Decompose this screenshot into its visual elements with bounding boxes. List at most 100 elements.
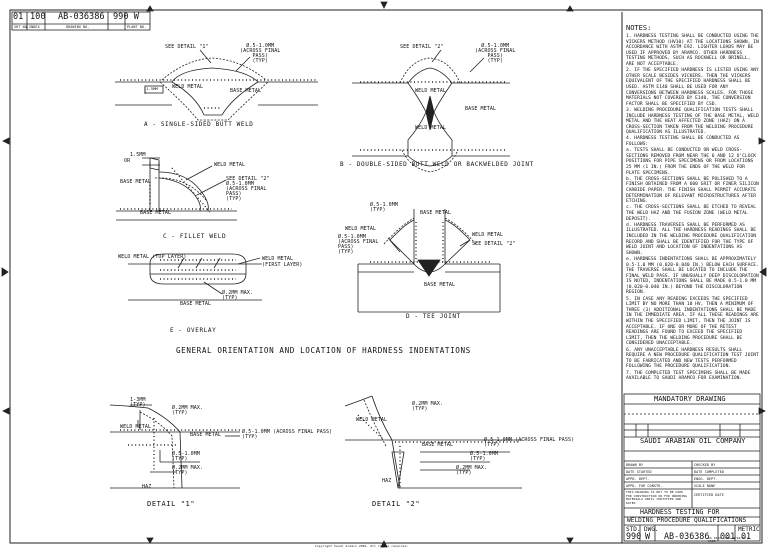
view-e-base-metal: BASE METAL [180,301,212,307]
view-c-caption: C - FILLET WELD [163,233,227,240]
view-a-geometry [115,49,318,121]
view-c-final-pass-label: Ø.5-1.0MM (ACROSS FINAL PASS) (TYP) [226,181,267,202]
view-d-weld-metal-left: WELD METAL [345,226,377,232]
note-3: 3. WELDING PROCEDURE QUALIFICATION TESTS… [626,107,759,136]
form-number: SA 2610 (ENG-3/94/97) CADD [708,536,749,544]
plant-no: 990 [626,531,642,541]
detail-1-weld-metal: WELD METAL [120,424,152,430]
top-field-2: INDEX [29,25,40,29]
detail-1-base-metal: BASE METAL [190,432,222,438]
detail-1-dim-low: Ø.2MM MAX. (TYP) [172,465,204,476]
tb-row-right-1: DATE COMPLETED [694,470,724,474]
metric-label: METRIC [738,526,760,533]
drawing-title-2: WELDING PROCEDURE QUALIFICATIONS [627,517,747,524]
view-d-final-pass-label: Ø.5-1.0MM (ACROSS FINAL PASS) (TYP) [338,234,379,255]
center-mark-right [759,267,767,277]
center-mark-bottom [380,540,388,548]
mandatory-drawing-label: MANDATORY DRAWING [654,395,726,403]
view-e-caption: E - OVERLAY [170,327,217,334]
view-b-weld-metal-bottom: WELD METAL [415,125,447,131]
detail-2-haz: HAZ [382,478,392,484]
drawing-no: AB-036386 [664,531,710,541]
note-4: 4. HARDNESS TESTING SHALL BE CONDUCTED A… [626,136,740,148]
copyright: Copyright Saudi Aramco 2004. All rights … [315,544,409,548]
note-4c: c. THE CROSS-SECTIONS SHALL BE ETCHED TO… [626,205,756,222]
title-block-grid [623,393,761,542]
tb-row-1: DATE STARTED [626,470,652,474]
view-d-geometry [357,209,501,313]
rev-no: 01 [741,531,752,541]
tb-row-right-4: CERTIFIED DATE [694,493,724,497]
note-4d: d. HARDNESS TRAVERSES SHALL BE PERFORMED… [626,222,756,256]
tb-row-right-0: CHECKED BY [694,463,716,467]
index: W [645,531,651,541]
tb-row-right-2: ENGG. DEPT. [694,477,718,481]
view-b-base-metal: BASE METAL [465,106,497,112]
detail-2-dim-max: Ø.2MM MAX. (TYP) [412,401,444,412]
detail-2-dim-low: Ø.2MM MAX. (TYP) [456,465,488,476]
detail-2-geometry [344,395,522,489]
view-c-base-metal-left: BASE METAL [120,179,152,185]
view-d-dim-label: Ø.5-1.0MM (TYP) [370,202,398,213]
view-e-weld-metal: WELD METAL [262,256,294,262]
detail-1-haz: HAZ [142,484,152,490]
detail-1-geometry [109,404,240,489]
tb-row-right-3: SCALE NONE [694,484,716,488]
top-field-4: PLANT NO. [127,25,147,29]
sheet-no: 001 [720,531,736,541]
notes-heading: NOTES: [626,24,652,32]
note-6: 6. ANY UNACCEPTABLE HARDNESS RESULTS SHA… [626,347,759,370]
view-c-see-detail-2: SEE DETAIL "2" [226,176,270,182]
note-2: 2. IF THE SPECIFIED HARDNESS IS LISTED U… [626,68,759,107]
company-name: SAUDI ARABIAN OIL COMPANY [640,437,746,445]
note-7: 7. THE COMPLETED TEST SPECIMENS SHALL BE… [626,370,751,382]
detail-2-final-pass: Ø.5-1.0MM (ACROSS FINAL PASS) (TYP) [484,437,575,448]
detail-1-final-pass: Ø.5-1.0MM (ACROSS FINAL PASS) (TYP) [242,429,333,440]
view-e-top-layer-label: WELD METAL (TOP LAYER) [118,254,187,260]
std-dwg-label: STD. DWG. [626,526,659,533]
view-a-gap-label: 1.5MM [146,86,158,91]
tb-row-4: THIS DRAWING IS NOT TO BE USED FOR CONST… [626,490,687,505]
top-field-1: SHT NO. [14,25,29,29]
detail-2-caption: DETAIL "2" [372,500,421,508]
view-a-caption: A - SINGLE-SIDED BUTT WELD [144,121,254,128]
view-e-first-layer: (FIRST LAYER) [262,262,303,268]
section-heading: GENERAL ORIENTATION AND LOCATION OF HARD… [176,346,471,355]
view-c-geometry [116,157,237,221]
top-field-3: DRAWING NO. [66,25,90,29]
view-d-base-metal-top: BASE METAL [420,210,452,216]
detail-2-base-metal: BASE METAL [422,442,454,448]
view-d-base-metal-bottom: BASE METAL [424,282,456,288]
view-d-caption: D - TEE JOINT [406,313,461,320]
note-5: 5. IN CASE ANY READING EXCEEDS THE SPECI… [626,296,759,347]
see-detail-1-label: SEE DETAIL "1" [165,44,209,50]
detail-1-caption: DETAIL "1" [147,500,196,508]
view-c-weld-metal: WELD METAL [214,162,246,168]
view-d-see-detail-2: SEE DETAIL "2" [472,241,516,247]
note-4e: e. HARDNESS INDENTATIONS SHALL BE APPROX… [626,256,759,296]
view-c-or: OR [124,158,131,164]
view-d-weld-metal-right: WELD METAL [472,232,504,238]
view-b-weld-metal-top: WELD METAL [415,88,447,94]
view-b-caption: B - DOUBLE-SIDED BUTT WELD OR BACKWELDED… [340,161,534,168]
center-mark-top [380,1,388,9]
tb-row-3: APPD. FOR CONSTR. [626,484,663,488]
note-1: 1. HARDNESS TESTING SHALL BE CONDUCTED U… [626,34,759,67]
top-dwg-no: AB-036386 [58,12,105,22]
view-a-base-metal: BASE METAL [230,88,262,94]
detail-1-dim-mid: Ø.5-1.0MM (TYP) [172,451,200,462]
view-a-weld-metal: WELD METAL [172,84,204,90]
detail-2-dim-mid: Ø.5-1.0MM (TYP) [470,451,498,462]
view-a-final-pass-label: Ø.5-1.0MM (ACROSS FINAL PASS) (TYP) [240,43,281,64]
view-c-gap-label: 1.5MM [130,152,146,158]
note-4b: b. THE CROSS-SECTIONS SHALL BE POLISHED … [626,176,759,205]
top-sheet: 100 [30,12,46,22]
view-e-geometry [128,253,262,301]
view-c-base-metal-bottom: BASE METAL [140,210,172,216]
notes-panel: NOTES: 1. HARDNESS TESTING SHALL BE COND… [626,24,761,382]
view-b-geometry [352,49,510,173]
top-rev: 990 W [113,12,139,22]
note-4a: a. TESTS SHALL BE CONDUCTED ON WELD CROS… [626,148,756,176]
detail-2-weld-metal: WELD METAL [356,417,388,423]
